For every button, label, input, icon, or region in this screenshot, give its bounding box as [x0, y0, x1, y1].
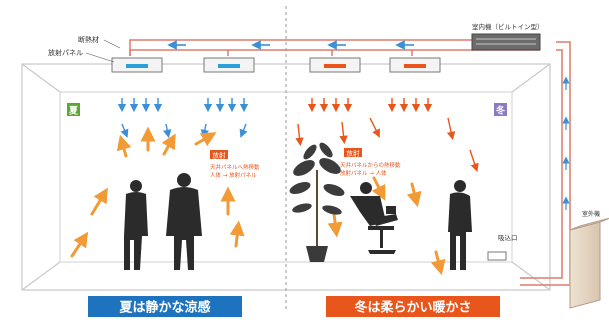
label-heat-insulator: 断熱材 [78, 35, 99, 44]
summer-radiation-line2: 人体 → 放射パネル [210, 171, 257, 179]
radiant-panels [111, 57, 441, 73]
summer-badge-text: 夏 [68, 106, 79, 117]
intake-grille [487, 251, 507, 261]
summer-caption-text: 夏は静かな涼感 [118, 300, 210, 316]
duct-right-outer [520, 41, 571, 286]
summer-radiation-line1: 天井パネルへ熱移動 [210, 163, 260, 171]
duct-system [129, 39, 590, 286]
winter-caption: 冬は柔らかい暖かさ [326, 296, 500, 317]
panel-2 [203, 57, 255, 73]
winter-radiation-text: 放射 天井パネルからの熱移動 放射パネル → 人体 [340, 148, 401, 177]
heat-flow-arrows [70, 126, 446, 276]
winter-badge-text: 冬 [496, 105, 506, 117]
winter-warm-arrows [295, 98, 479, 172]
label-outdoor-unit: 室外機 [582, 210, 600, 218]
duct-right-inner [520, 49, 563, 279]
silhouette-person-icon [448, 180, 472, 270]
silhouette-person-icon [124, 180, 148, 270]
summer-cool-arrows [117, 98, 249, 139]
duct-top-inner [129, 49, 540, 56]
winter-radiation-line1: 天井パネルからの熱移動 [340, 161, 401, 169]
winter-caption-text: 冬は柔らかい暖かさ [354, 300, 471, 316]
indoor-unit [471, 33, 541, 51]
winter-radiation-title: 放射 [347, 149, 361, 158]
potted-plant-icon [289, 142, 345, 262]
summer-radiation-title: 放射 [213, 151, 227, 160]
summer-radiation-text: 放射 天井パネルへ熱移動 人体 → 放射パネル [210, 150, 260, 179]
panel-4 [389, 57, 441, 73]
reclining-person-icon [350, 182, 398, 254]
summer-caption: 夏は静かな涼感 [88, 296, 242, 317]
silhouette-person-icon [166, 173, 202, 270]
panel-1 [111, 57, 163, 73]
outdoor-unit [569, 217, 609, 309]
winter-badge [494, 103, 507, 116]
winter-radiation-line2: 放射パネル → 人体 [340, 169, 387, 177]
label-indoor-unit: 室内機（ビルトイン型） [472, 22, 544, 31]
indoor-unit-grille [476, 38, 536, 45]
label-intake: 吸込口 [498, 233, 518, 242]
label-radiant-panel: 放射パネル [48, 48, 83, 57]
panel-3 [309, 57, 361, 73]
summer-badge [67, 103, 80, 116]
